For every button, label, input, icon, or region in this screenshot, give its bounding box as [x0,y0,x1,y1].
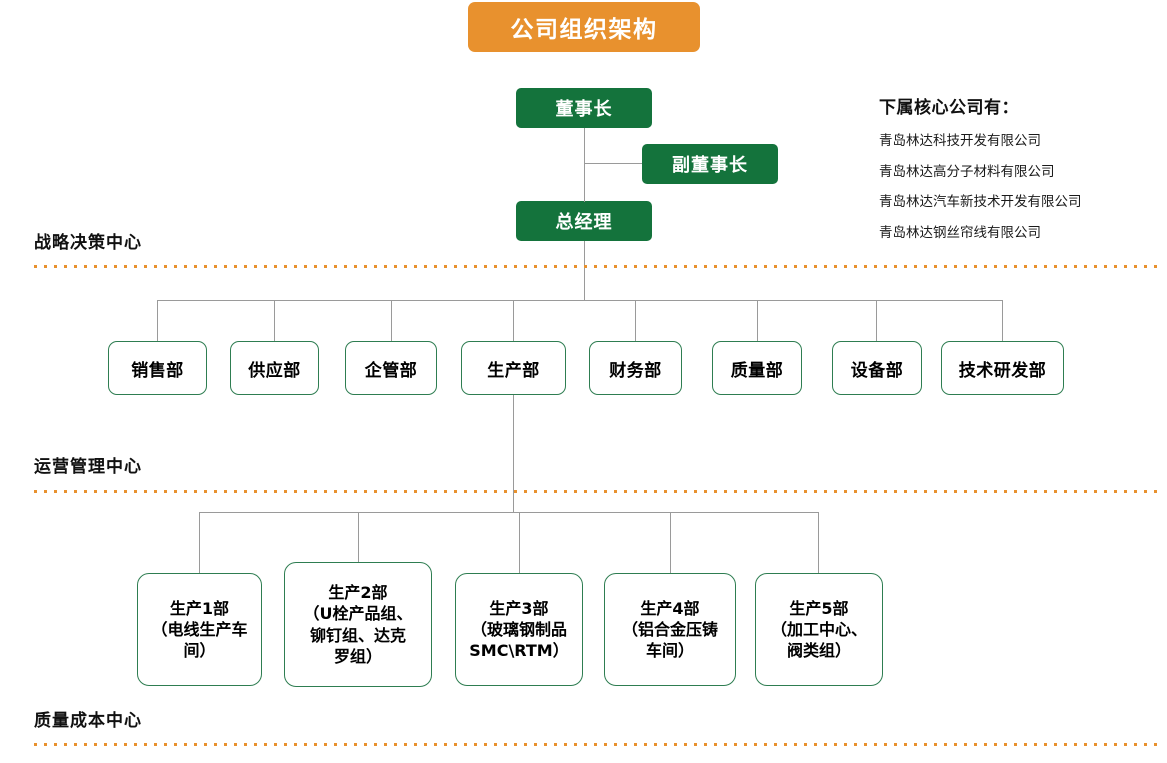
subsidiary-item: 青岛林达汽车新技术开发有限公司 [879,194,1082,210]
connector-production-drop [358,512,359,562]
connector-production-drop [818,512,819,573]
connector-department-drop [157,300,158,342]
production-box-3[interactable]: 生产3部 （玻璃钢制品 SMC\RTM） [455,573,583,686]
connector-department-bus [157,300,1003,301]
connector-department-drop [1002,300,1003,342]
subsidiary-list-heading: 下属核心公司有： [879,98,1019,118]
dept-box-technology-rd[interactable]: 技术研发部 [941,341,1064,395]
connector-department-drop [391,300,392,342]
connector-production-drop [199,512,200,573]
connector-department-drop [635,300,636,342]
page-title: 公司组织架构 [468,2,700,52]
connector-production-stem [513,395,514,513]
connector-department-drop [876,300,877,342]
dept-box-production[interactable]: 生产部 [461,341,566,395]
dept-box-enterprise-management[interactable]: 企管部 [345,341,437,395]
connector-department-drop [513,300,514,342]
dept-box-finance[interactable]: 财务部 [589,341,682,395]
connector-chairman-to-vicechairman [584,163,642,164]
tier-divider-operations [34,490,1164,493]
connector-chairman-to-gm [584,128,585,202]
connector-gm-to-departments [584,241,585,301]
node-vice-chairman[interactable]: 副董事长 [642,144,778,184]
production-box-4[interactable]: 生产4部 （铝合金压铸 车间） [604,573,736,686]
subsidiary-item: 青岛林达科技开发有限公司 [879,133,1041,149]
connector-department-drop [274,300,275,342]
tier-divider-strategic [34,265,1164,268]
production-box-5[interactable]: 生产5部 （加工中心、 阀类组） [755,573,883,686]
connector-production-drop [519,512,520,573]
production-box-2[interactable]: 生产2部 （U栓产品组、 铆钉组、达克 罗组） [284,562,432,687]
subsidiary-item: 青岛林达钢丝帘线有限公司 [879,224,1041,241]
production-box-1[interactable]: 生产1部 （电线生产车 间） [137,573,262,686]
tier-label-quality-cost: 质量成本中心 [34,711,142,731]
tier-divider-quality-cost [34,743,1164,746]
subsidiary-item: 青岛林达高分子材料有限公司 [879,163,1055,180]
dept-box-equipment[interactable]: 设备部 [832,341,922,395]
connector-department-drop [757,300,758,342]
tier-label-operations: 运营管理中心 [34,457,142,477]
dept-box-quality[interactable]: 质量部 [712,341,802,395]
connector-production-drop [670,512,671,573]
node-chairman[interactable]: 董事长 [516,88,652,128]
subsidiary-list: 下属核心公司有： 青岛林达科技开发有限公司 青岛林达高分子材料有限公司 青岛林达… [879,93,1082,251]
tier-label-strategic: 战略决策中心 [34,233,142,253]
connector-production-bus [199,512,818,513]
dept-box-sales[interactable]: 销售部 [108,341,207,395]
node-general-manager[interactable]: 总经理 [516,201,652,241]
dept-box-supply[interactable]: 供应部 [230,341,319,395]
